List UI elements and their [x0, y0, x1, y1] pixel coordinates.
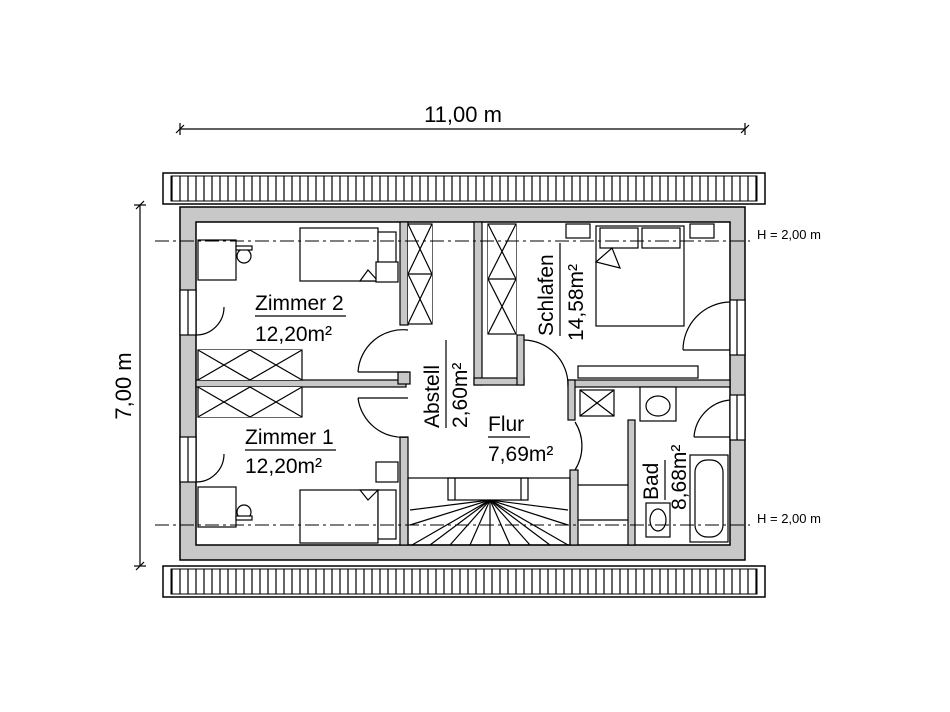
room-bad-area: 8,68m²	[668, 445, 691, 510]
room-zimmer-2-name: Zimmer 2	[255, 292, 344, 315]
staircase	[407, 477, 628, 546]
room-schlafen-area: 14,58m²	[565, 264, 588, 341]
room-schlafen-name: Schlafen	[535, 254, 558, 336]
windows	[179, 289, 746, 501]
height-dimension: 7,00 m	[111, 200, 146, 571]
room-flur-name: Flur	[488, 413, 524, 436]
furniture-zimmer-2	[197, 227, 399, 283]
furniture-bad	[639, 386, 729, 543]
height-line-bottom-label: H = 2,00 m	[757, 511, 821, 526]
height-line-top-label: H = 2,00 m	[757, 227, 821, 242]
furniture-zimmer-1	[197, 461, 399, 544]
room-zimmer-1-name: Zimmer 1	[245, 426, 334, 449]
room-zimmer-2-area: 12,20m²	[255, 323, 332, 346]
room-abstell-area: 2,60m²	[449, 363, 472, 428]
roof-top	[162, 172, 766, 205]
width-dimension: 11,00 m	[175, 102, 750, 135]
height-line-top: H = 2,00 m	[155, 227, 821, 242]
wardrobes	[197, 223, 615, 418]
room-abstell: Abstell 2,60m²	[421, 340, 472, 428]
room-flur: Flur 7,69m²	[488, 413, 553, 466]
room-schlafen: Schlafen 14,58m²	[535, 243, 588, 341]
room-zimmer-1-area: 12,20m²	[245, 455, 322, 478]
room-zimmer-2: Zimmer 2 12,20m²	[255, 292, 346, 346]
room-zimmer-1: Zimmer 1 12,20m²	[245, 426, 336, 478]
room-bad: Bad 8,68m²	[640, 445, 691, 510]
width-dimension-label: 11,00 m	[424, 102, 502, 127]
height-line-bottom: H = 2,00 m	[155, 511, 821, 526]
room-bad-name: Bad	[640, 463, 663, 500]
furniture-schlafen	[565, 223, 715, 379]
roof-bottom	[162, 565, 766, 598]
doors	[195, 301, 731, 483]
room-abstell-name: Abstell	[421, 365, 444, 428]
height-dimension-label: 7,00 m	[111, 352, 136, 419]
room-flur-area: 7,69m²	[488, 443, 553, 466]
